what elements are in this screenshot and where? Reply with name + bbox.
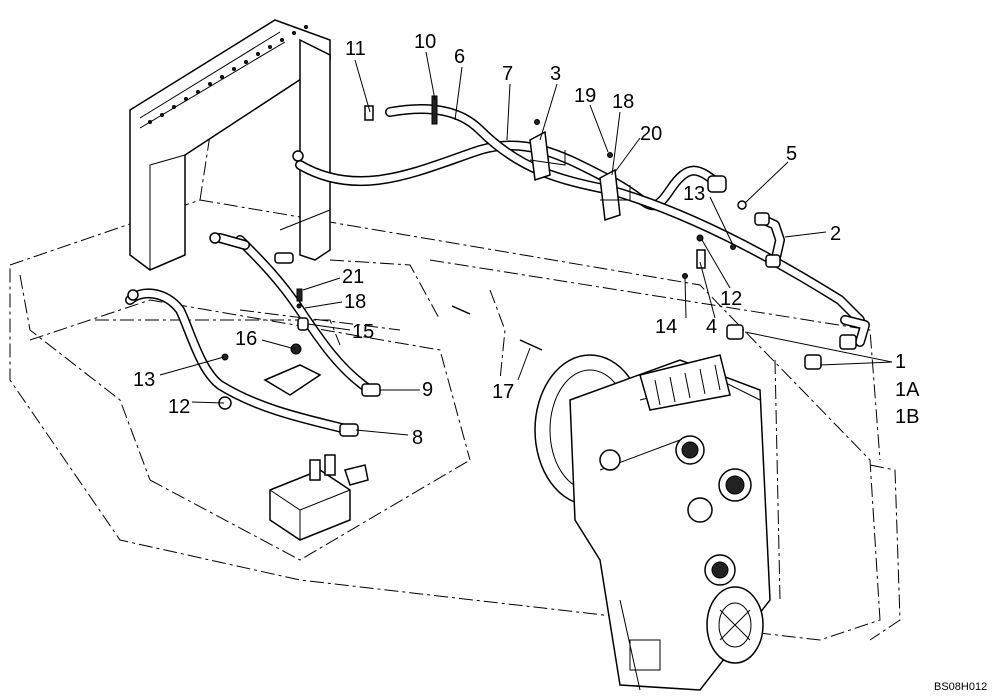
- callout-20: 20: [640, 123, 662, 145]
- drawing-reference: BS08H012: [934, 681, 987, 693]
- callout-5: 5: [786, 143, 797, 165]
- callout-21: 21: [342, 266, 364, 288]
- leader-lines: [159, 51, 893, 436]
- fitting-2-top: [754, 212, 770, 226]
- callout-8: 8: [412, 427, 423, 449]
- fitting-11: [364, 105, 374, 121]
- hardware-21-15: [296, 288, 309, 331]
- callout-17: 17: [492, 381, 514, 403]
- fitting-8: [339, 423, 359, 437]
- callout-18-upper: 18: [612, 91, 634, 113]
- fitting-2-bottom: [765, 254, 781, 268]
- callout-11: 11: [345, 38, 366, 60]
- callout-9: 9: [422, 379, 433, 401]
- o-ring-5: [737, 200, 747, 210]
- callout-16: 16: [235, 328, 257, 350]
- small-hardware: [451, 119, 736, 351]
- control-valve-body: [639, 354, 731, 411]
- callout-12-lower: 12: [168, 396, 190, 418]
- cooler-fin-holes: [148, 25, 308, 124]
- callout-1A: 1A: [895, 379, 920, 401]
- fittings-1: [726, 324, 857, 370]
- transmission: [534, 354, 771, 691]
- callout-4: 4: [706, 316, 717, 338]
- callout-1B: 1B: [895, 406, 919, 428]
- callout-6: 6: [454, 46, 465, 68]
- oil-cooler: [129, 19, 331, 271]
- machine-frame: [9, 134, 901, 641]
- callout-2: 2: [830, 223, 841, 245]
- callout-10: 10: [414, 31, 436, 53]
- plate-16: [218, 343, 322, 410]
- callout-3: 3: [550, 63, 561, 85]
- callout-15: 15: [352, 321, 374, 343]
- callout-1: 1: [895, 351, 906, 373]
- clamp-10: [431, 95, 438, 125]
- callout-13-lower: 13: [133, 369, 155, 391]
- callout-labels: 11 10 6 7 3 19 18 20 5 13 2 12 21 18 15 …: [133, 31, 920, 449]
- valve-block: [269, 454, 369, 541]
- callout-14: 14: [655, 316, 677, 338]
- fitting-9: [361, 383, 381, 397]
- upper-hoses: [295, 95, 870, 347]
- callout-12-upper: 12: [720, 288, 742, 310]
- lower-hoses: [125, 150, 381, 437]
- bracket-3: [529, 130, 551, 182]
- bracket-20: [599, 168, 621, 222]
- callout-7: 7: [502, 63, 513, 85]
- brackets: [529, 130, 631, 222]
- fitting-upper-right: [707, 175, 727, 193]
- callout-19: 19: [574, 85, 596, 107]
- callout-13-upper: 13: [683, 183, 705, 205]
- callout-18-lower: 18: [344, 291, 366, 313]
